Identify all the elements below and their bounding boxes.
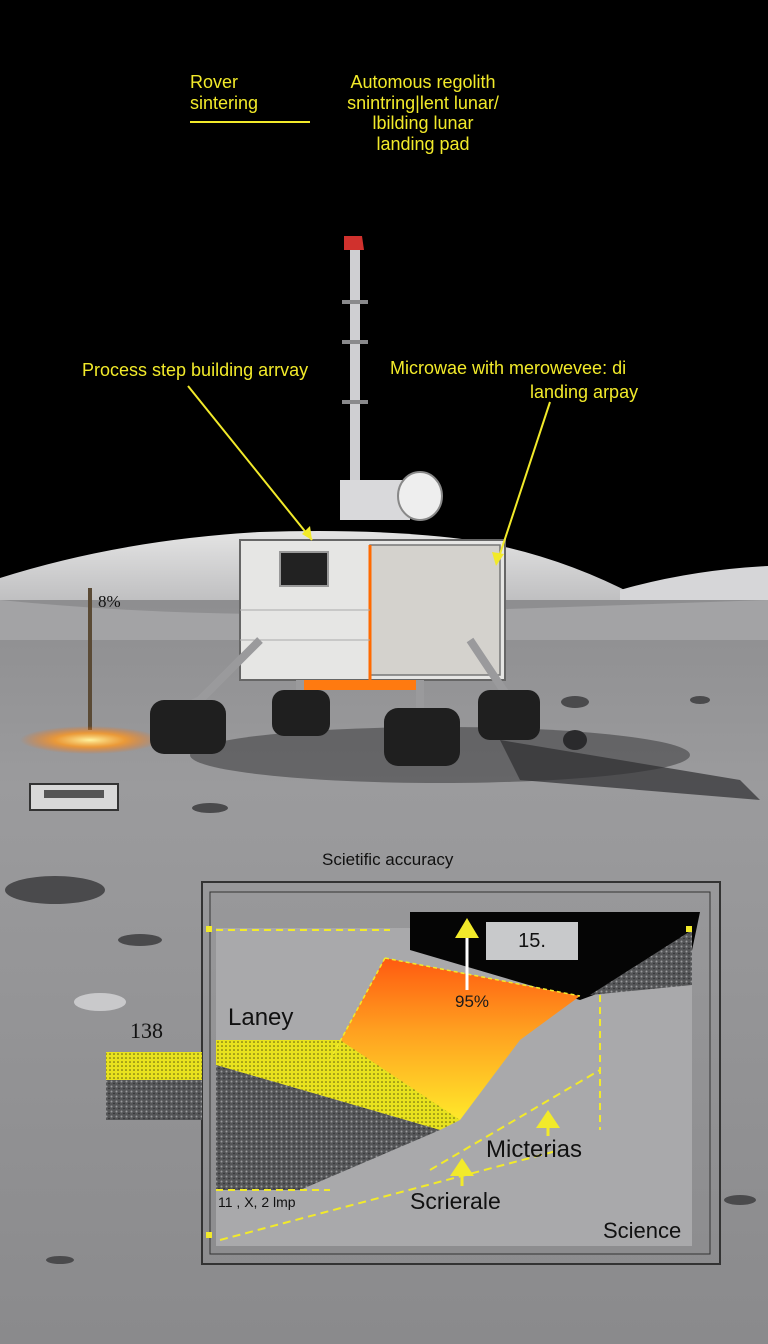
inset-lower-label: Scrierale [410,1188,501,1214]
left-title-line1: Rover [190,72,239,92]
probe-percent-label: 8% [98,592,121,611]
inset-material-label: Micterias [486,1136,583,1163]
left-title-line2: sintering [190,92,259,113]
rover [150,236,540,766]
microwave-callout: Microwae with merowevee: di [390,358,627,378]
right-title-line3: lbilding lunar [372,113,474,134]
inset-percent-label: 95% [455,992,490,1011]
inset-value-box: 15. [486,922,578,960]
right-title: Automous regolith snintring|lent lunar/ … [318,72,528,155]
inset-layer-label: Laney [228,1004,294,1031]
right-title-line1: Automous regolith [350,72,496,92]
inset-axis-note: 11 , X, 2 lmp [218,1194,296,1210]
scientific-accuracy-label: Scietific accuracy [322,850,454,869]
microwave-callout-line2: landing arpay [530,382,639,402]
process-step-callout: Process step building arrvay [82,360,309,380]
left-title: Rover sintering [190,72,320,113]
right-title-line2: snintring|lent lunar/ [347,92,499,113]
inset-corner-label: Science [603,1218,682,1243]
inset-left-value: 138 [130,1018,163,1043]
right-title-line4: landing pad [376,134,470,155]
